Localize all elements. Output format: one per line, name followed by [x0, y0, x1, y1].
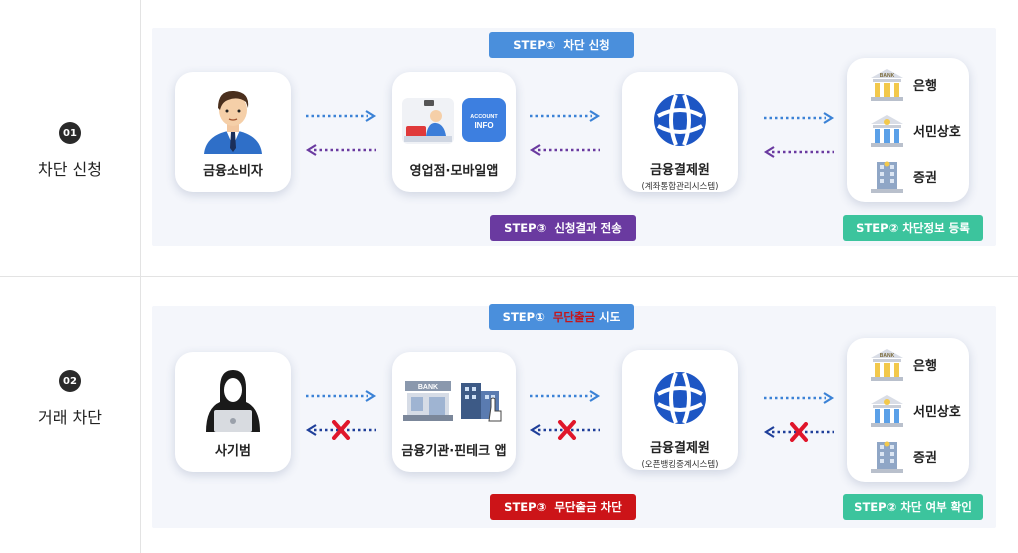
row1-step3-badge: STEP③ 신청결과 전송 [490, 215, 636, 241]
row1-institution-savings: 서민상호 [869, 112, 961, 148]
block-x-icon [558, 420, 576, 440]
row1-step3-text: 신청결과 전송 [554, 221, 622, 235]
bank-counter-icon [402, 98, 454, 144]
savings-bank-icon [871, 395, 903, 427]
row1-kftc-sub: (계좌통합관리시스템) [641, 182, 719, 192]
row2-arrow-channel-to-fraudster-blocked [305, 420, 376, 440]
row2-step3-prefix: STEP③ [504, 500, 547, 514]
kftc-logo-icon [652, 86, 708, 153]
info-text: INFO [474, 121, 493, 130]
row2-institution-securities: 증권 [869, 438, 937, 474]
securities-building-icon [871, 161, 903, 193]
row2-institution-securities-label: 증권 [913, 450, 937, 466]
branch-mobile-icon: ACCOUNT INFO [402, 86, 506, 154]
block-x-icon [790, 422, 808, 442]
row2-arrow-channel-to-kftc [530, 390, 601, 402]
row2-title: 거래 차단 [38, 408, 102, 427]
row1-step1-text: 차단 신청 [563, 38, 610, 52]
row2-step1-red-text: 무단출금 [552, 310, 596, 324]
row2-channel-card: BANK 금융기관·핀테크 앱 [392, 352, 516, 472]
row1-arrow-kftc-to-institutions [764, 112, 835, 124]
row1-channel-label: 영업점·모바일앱 [409, 164, 499, 179]
column-divider [140, 0, 141, 553]
row2-arrow-institutions-to-kftc-blocked [763, 422, 834, 442]
account-info-app-icon: ACCOUNT INFO [462, 98, 506, 142]
row1-title: 차단 신청 [38, 160, 102, 179]
row1-institutions-card: BANK 은행 서민상호 [847, 58, 969, 202]
row1-arrow-kftc-to-channel [529, 144, 600, 156]
row1-number-badge: 01 [59, 122, 81, 144]
row2-arrow-kftc-to-institutions [764, 392, 835, 404]
row1-kftc-label: 금융결제원 [650, 163, 710, 178]
fintech-building-icon [461, 383, 502, 422]
row-divider [0, 276, 1018, 277]
row1-arrow-institutions-to-kftc [763, 146, 834, 158]
row1-arrow-consumer-to-channel [306, 110, 377, 122]
bank-building-icon: BANK [871, 349, 903, 381]
row2-arrow-fraudster-to-channel [306, 390, 377, 402]
row1-arrow-channel-to-consumer [305, 144, 376, 156]
row1-step1-prefix: STEP① [513, 38, 556, 52]
row1-step2-badge: STEP② 차단정보 등록 [843, 215, 983, 241]
bank-sign-text: BANK [880, 73, 895, 79]
row1-consumer-card: 금융소비자 [175, 72, 291, 192]
row2-institution-savings-label: 서민상호 [913, 404, 961, 420]
row2-channel-label: 금융기관·핀테크 앱 [401, 444, 507, 459]
block-x-icon [332, 420, 350, 440]
row1-institution-bank-label: 은행 [913, 78, 937, 94]
savings-bank-icon [871, 115, 903, 147]
row2-fraudster-card: 사기범 [175, 352, 291, 472]
row1-arrow-channel-to-kftc [530, 110, 601, 122]
kftc-logo-icon [652, 364, 708, 431]
row2-fraudster-label: 사기범 [215, 444, 251, 459]
securities-building-icon [871, 441, 903, 473]
row2-step1-badge: STEP① 무단출금 시도 [489, 304, 634, 330]
row1-step3-prefix: STEP③ [504, 221, 547, 235]
row1-header: 01 차단 신청 [0, 122, 140, 180]
row2-institutions-card: BANK 은행 서민상호 [847, 338, 969, 482]
row2-institution-savings: 서민상호 [869, 392, 961, 428]
row2-step2-prefix: STEP② [854, 500, 897, 514]
row1-step2-prefix: STEP② [856, 221, 899, 235]
row1-institution-bank: BANK 은행 [869, 66, 937, 102]
row2-step3-badge: STEP③ 무단출금 차단 [490, 494, 636, 520]
row2-institution-bank-label: 은행 [913, 358, 937, 374]
row2-step3-text: 무단출금 차단 [554, 500, 622, 514]
row2-step1-text: 시도 [599, 310, 621, 324]
row2-kftc-card: 금융결제원 (오픈뱅킹중계시스템) [622, 350, 738, 470]
row1-institution-securities: 증권 [869, 158, 937, 194]
row1-step1-badge: STEP① 차단 신청 [489, 32, 634, 58]
row1-channel-card: ACCOUNT INFO 영업점·모바일앱 [392, 72, 516, 192]
row1-kftc-card: 금융결제원 (계좌통합관리시스템) [622, 72, 738, 192]
row2-institution-bank: BANK 은행 [869, 346, 937, 382]
row2-step1-prefix: STEP① [502, 310, 545, 324]
row2-step2-badge: STEP② 차단 여부 확인 [843, 494, 983, 520]
row2-kftc-label: 금융결제원 [650, 441, 710, 456]
row1-consumer-label: 금융소비자 [203, 164, 263, 179]
row2-step2-text: 차단 여부 확인 [900, 500, 972, 514]
row1-institution-savings-label: 서민상호 [913, 124, 961, 140]
bank-building-icon: BANK [871, 69, 903, 101]
bank-storefront-sign: BANK [418, 384, 438, 391]
bank-storefront-icon: BANK [403, 381, 453, 421]
bank-fintech-icon: BANK [403, 366, 505, 434]
row2-header: 02 거래 차단 [0, 370, 140, 428]
row1-step2-text: 차단정보 등록 [902, 221, 970, 235]
consumer-person-icon [198, 86, 268, 154]
account-text: ACCOUNT [470, 114, 498, 120]
row2-kftc-sub: (오픈뱅킹중계시스템) [641, 460, 719, 470]
row1-institution-securities-label: 증권 [913, 170, 937, 186]
hacker-icon [198, 366, 268, 434]
row2-arrow-kftc-to-channel-blocked [529, 420, 600, 440]
bank-sign-text: BANK [880, 353, 895, 359]
row2-number-badge: 02 [59, 370, 81, 392]
